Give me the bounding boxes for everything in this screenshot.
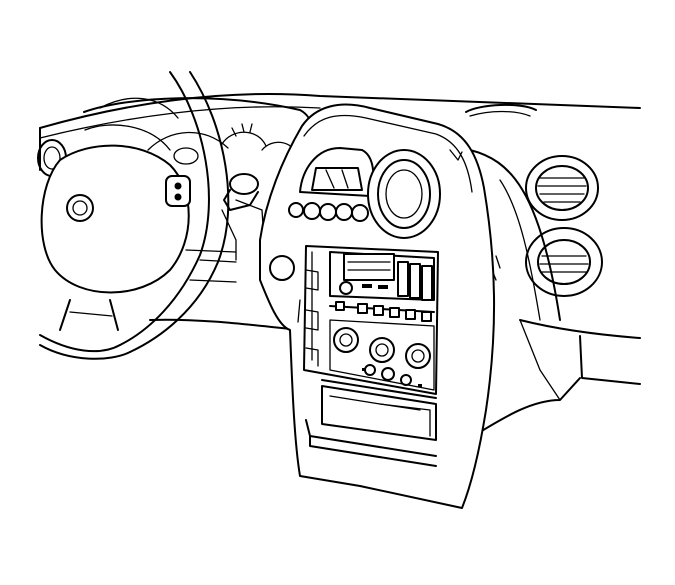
right-air-vent-upper [525, 155, 599, 221]
small-knob-2 [381, 367, 395, 381]
radio-preset-2 [409, 263, 421, 299]
steering-column [189, 173, 259, 283]
button-b [357, 303, 368, 314]
radio-preset-3 [421, 265, 433, 301]
storage-pocket [305, 379, 437, 467]
radio-preset-1 [397, 261, 409, 297]
steering-control-buttons [165, 175, 191, 207]
cluster-gauge-small [173, 147, 199, 165]
radio-display [343, 253, 395, 281]
radio-head-unit [329, 251, 435, 301]
right-air-vent-lower [525, 227, 603, 297]
ignition-switch [229, 173, 259, 195]
button-c [373, 305, 384, 316]
bezel-trim-button [269, 255, 295, 281]
small-knob-3 [400, 374, 412, 386]
button-d [389, 307, 400, 318]
hvac-controls [329, 319, 435, 391]
radio-power-knob [339, 281, 353, 295]
button-f [421, 311, 432, 322]
fan-knob [333, 327, 359, 353]
climate-button-row [288, 202, 369, 222]
horn-emblem [66, 194, 94, 222]
button-a [335, 301, 345, 311]
display-pod [299, 147, 375, 197]
temp-knob [369, 337, 395, 363]
button-e [405, 309, 416, 320]
steering-hub [40, 144, 190, 294]
steering-wheel [39, 71, 230, 360]
mode-knob [405, 343, 431, 369]
passenger-dash-outline [469, 149, 641, 439]
radio-button-row [329, 301, 435, 322]
center-air-vent [367, 149, 441, 239]
